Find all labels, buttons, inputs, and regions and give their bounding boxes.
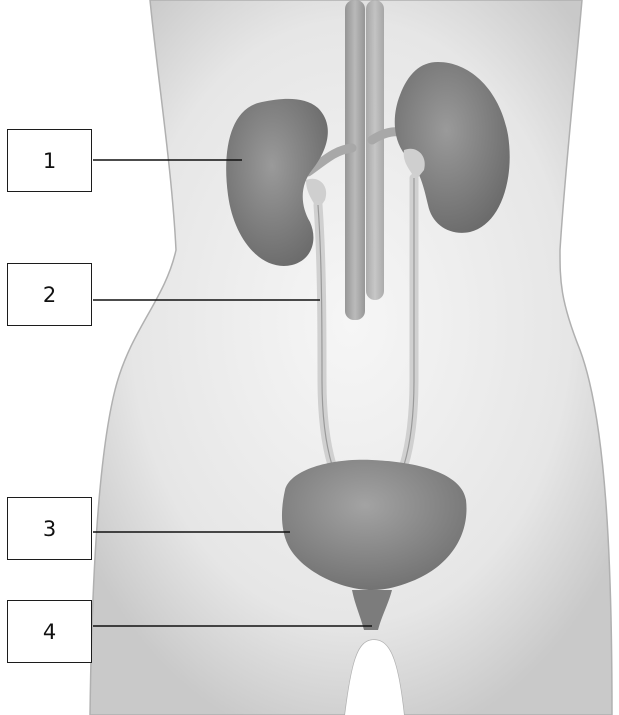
aorta-vessel xyxy=(345,0,365,320)
label-number-1: 1 xyxy=(43,149,56,173)
label-number-3: 3 xyxy=(43,517,56,541)
label-box-3: 3 xyxy=(7,497,92,560)
label-box-2: 2 xyxy=(7,263,92,326)
label-number-2: 2 xyxy=(43,283,56,307)
label-number-4: 4 xyxy=(43,620,56,644)
label-box-4: 4 xyxy=(7,600,92,663)
vena-cava-vessel xyxy=(366,0,384,300)
label-box-1: 1 xyxy=(7,129,92,192)
